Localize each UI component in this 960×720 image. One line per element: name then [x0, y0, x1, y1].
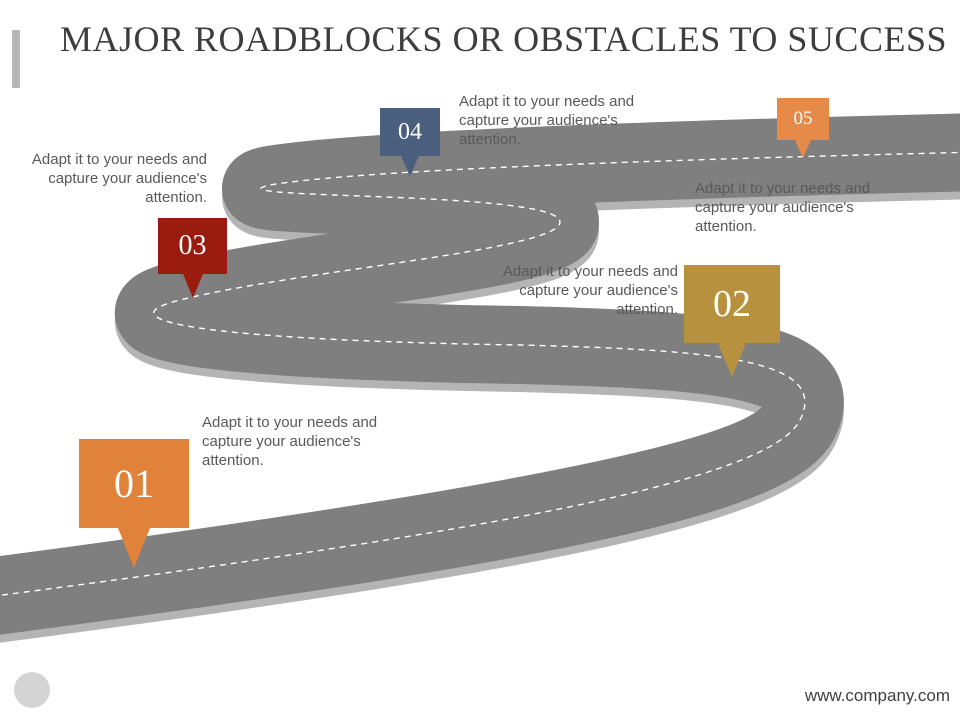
marker-pointer — [118, 528, 150, 568]
step-number-box: 02 — [684, 265, 780, 343]
step-marker-05: 05 — [777, 98, 829, 158]
step-marker-03: 03 — [158, 218, 227, 298]
footer-circle-decoration — [14, 672, 50, 708]
marker-pointer — [718, 343, 746, 377]
step-number-box: 04 — [380, 108, 440, 156]
step-description-03: Adapt it to your needs and capture your … — [31, 151, 207, 206]
page-title: MAJOR ROADBLOCKS OR OBSTACLES TO SUCCESS — [60, 19, 947, 59]
step-marker-01: 01 — [79, 439, 189, 568]
step-number-box: 03 — [158, 218, 227, 274]
step-number-box: 01 — [79, 439, 189, 528]
marker-pointer — [182, 274, 203, 298]
step-description-02: Adapt it to your needs and capture your … — [502, 263, 678, 318]
step-marker-02: 02 — [684, 265, 780, 377]
step-description-05: Adapt it to your needs and capture your … — [695, 180, 871, 235]
step-number-box: 05 — [777, 98, 829, 140]
title-accent-bar — [12, 30, 20, 88]
step-marker-04: 04 — [380, 108, 440, 176]
step-description-01: Adapt it to your needs and capture your … — [202, 414, 378, 469]
marker-pointer — [401, 156, 419, 176]
step-description-04: Adapt it to your needs and capture your … — [459, 93, 635, 148]
footer-url: www.company.com — [804, 686, 950, 705]
marker-pointer — [795, 140, 811, 158]
road-center-line — [0, 151, 960, 597]
